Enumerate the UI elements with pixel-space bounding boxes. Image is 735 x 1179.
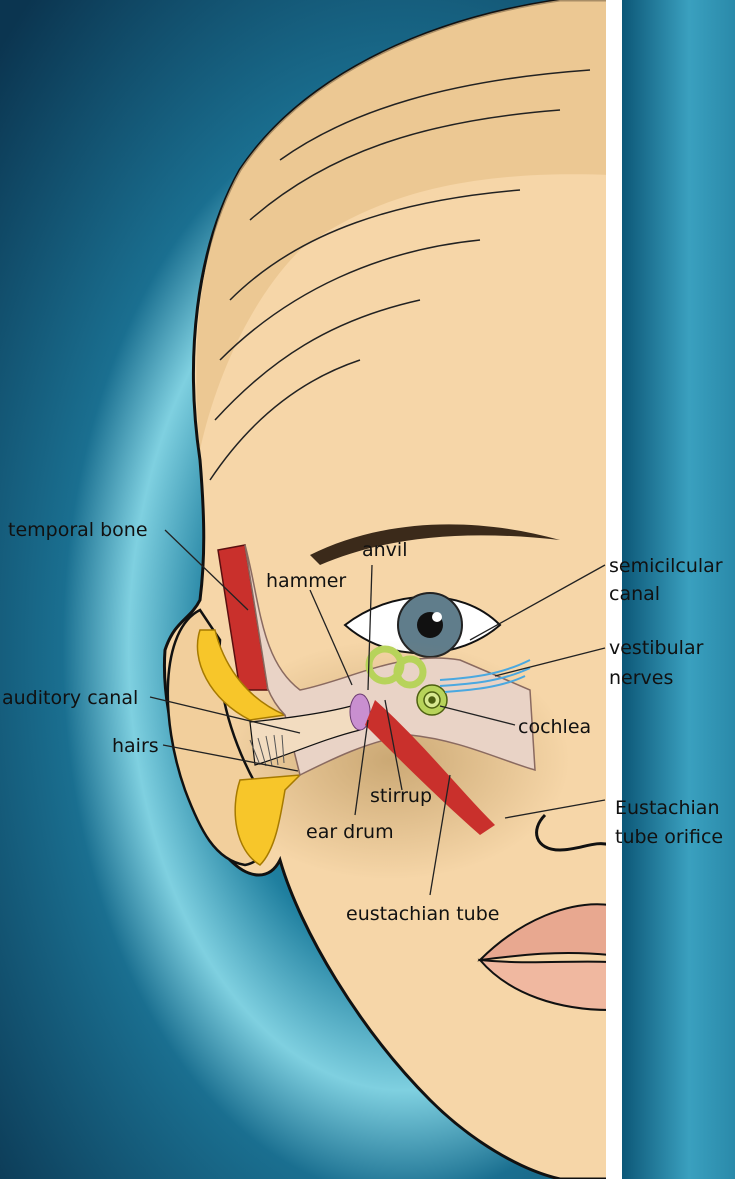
background-right (620, 0, 735, 1179)
label-eustachian-orifice-2: tube orifice (615, 826, 723, 848)
eustachian-tube-shape (365, 700, 495, 835)
label-ear-drum: ear drum (306, 821, 394, 843)
label-hammer: hammer (266, 570, 346, 592)
ear-drum-shape (349, 693, 371, 731)
lips (477, 903, 611, 1012)
label-semicircular-canal-2: canal (609, 583, 660, 605)
vestibular-nerves-drawing (439, 659, 531, 693)
label-vestibular-nerves-2: nerves (609, 667, 673, 689)
label-auditory-canal: auditory canal (2, 687, 138, 709)
hair-strands (209, 69, 591, 481)
hair (196, 0, 611, 450)
label-anvil: anvil (362, 539, 408, 561)
inner-ear (365, 645, 448, 716)
label-eustachian-tube: eustachian tube (346, 903, 499, 925)
label-vestibular-nerves-1: vestibular (609, 637, 704, 659)
label-eustachian-orifice-1: Eustachian (615, 797, 720, 819)
eyebrow (310, 524, 560, 565)
label-semicircular-canal-1: semicilcular (609, 555, 723, 577)
leader-lines (149, 529, 606, 896)
label-temporal-bone: temporal bone (8, 519, 148, 541)
label-stirrup: stirrup (370, 785, 432, 807)
label-hairs: hairs (112, 735, 159, 757)
hairs-drawing (249, 734, 285, 767)
cartilage-fat-upper (196, 629, 288, 721)
label-cochlea: cochlea (518, 716, 591, 738)
divider-band (606, 0, 622, 1179)
cartilage-fat-lower (234, 774, 302, 866)
